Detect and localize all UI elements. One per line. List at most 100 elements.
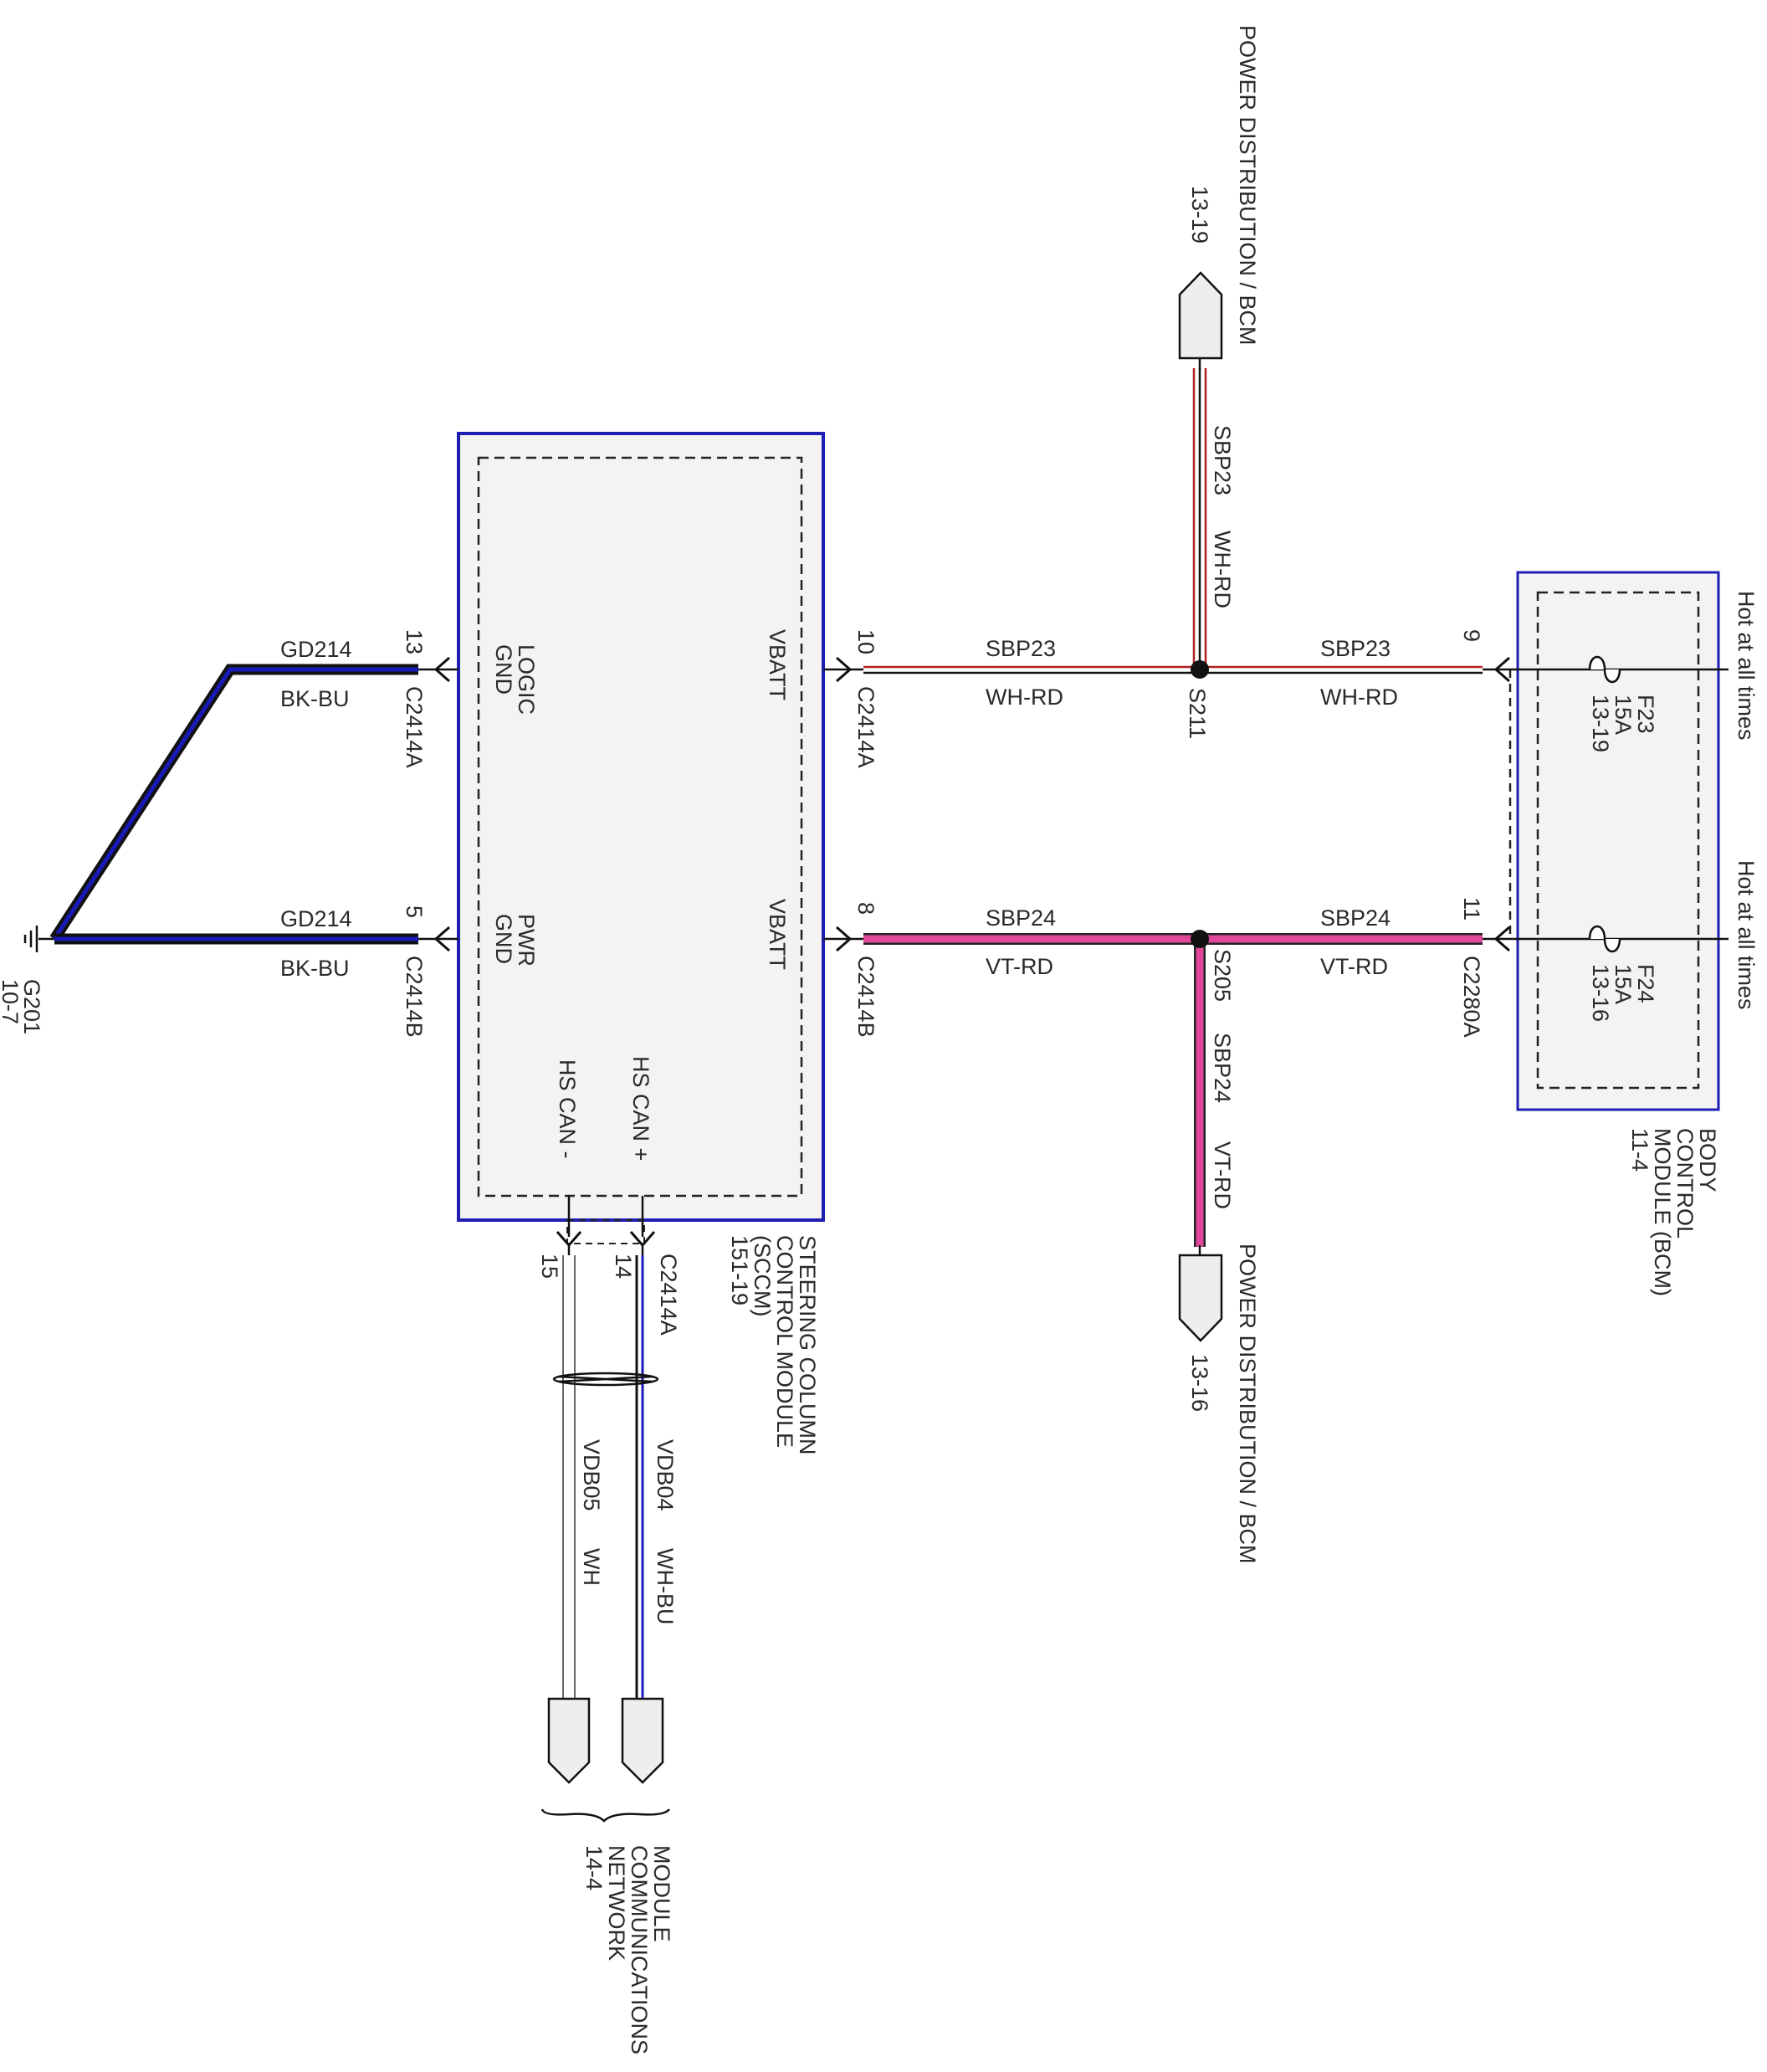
bcm-module[interactable] xyxy=(1516,571,1720,1111)
splice-s211-dot xyxy=(1191,660,1209,679)
wire-sbp24-left-color: VT-RD xyxy=(986,954,1053,979)
bcm-name-line1: BODY xyxy=(1695,1128,1720,1192)
offpage-top-label: POWER DISTRIBUTION / BCM xyxy=(1235,25,1260,346)
sccm-pin-logic-gnd-line2: GND xyxy=(491,644,516,695)
can-wires xyxy=(556,1196,656,1699)
offpage-network-connector-2-icon xyxy=(547,1697,591,1784)
splice-s205-dot xyxy=(1191,930,1209,948)
offpage-bottom-label: POWER DISTRIBUTION / BCM xyxy=(1235,1244,1260,1564)
wire-sbp24-down-circuit: SBP24 xyxy=(1210,1033,1235,1103)
wire-sbp23-right-color: WH-RD xyxy=(1320,685,1398,710)
offpage-top-connector-icon xyxy=(1178,271,1223,360)
connector-c2414b-vbatt: C2414B xyxy=(853,956,878,1038)
sccm-pin-hs-can-minus: HS CAN - xyxy=(555,1059,580,1159)
sccm-pin-vbatt-2: VBATT xyxy=(765,899,790,970)
sccm-page: 151-19 xyxy=(727,1235,752,1305)
wire-gd214-top-color: BK-BU xyxy=(280,686,350,711)
connector-arrow-pin-13 xyxy=(433,656,450,683)
bcm-module-outline xyxy=(1516,571,1720,1111)
sbp24-wires xyxy=(823,926,1729,1255)
sccm-pin-logic-gnd-line1: LOGIC xyxy=(514,644,539,715)
offpage-bottom-connector-icon xyxy=(1178,1254,1223,1342)
bcm-name-line2: CONTROL xyxy=(1672,1128,1698,1239)
pin-number-11: 11 xyxy=(1459,897,1484,921)
connector-c2414a-logic-gnd: C2414A xyxy=(402,686,427,768)
ground-page: 10-7 xyxy=(0,979,23,1024)
connector-c2414a-can: C2414A xyxy=(656,1254,681,1336)
bcm-module-inner-dashed xyxy=(1536,591,1700,1090)
offpage-network-line2: COMMUNICATIONS xyxy=(627,1845,652,2054)
connector-c2280a: C2280A xyxy=(1459,956,1484,1038)
wire-sbp23-left-color: WH-RD xyxy=(986,685,1063,710)
connector-arrow-pin-10 xyxy=(836,656,853,683)
sccm-pin-vbatt-1: VBATT xyxy=(765,629,790,700)
sccm-pin-hs-can-plus: HS CAN + xyxy=(628,1056,653,1161)
wire-gd214-top-path xyxy=(49,664,418,942)
sccm-name-line2: CONTROL MODULE xyxy=(772,1235,797,1448)
pin-number-5: 5 xyxy=(402,905,427,918)
fuse-f23-page: 13-19 xyxy=(1588,695,1613,752)
ground-id: G201 xyxy=(19,979,44,1034)
fuse-f23-icon xyxy=(1588,655,1621,684)
sccm-can-connector-shell xyxy=(566,1219,645,1244)
wire-vdb04-color: WH-BU xyxy=(653,1548,678,1624)
pin-number-8: 8 xyxy=(853,902,878,915)
wire-sbp24-down-color: VT-RD xyxy=(1210,1141,1235,1209)
sccm-module[interactable] xyxy=(457,432,825,1222)
wire-sbp23-up-circuit: SBP23 xyxy=(1210,425,1235,495)
wire-sbp24-right-color: VT-RD xyxy=(1320,954,1388,979)
supply-hot-at-all-times-f23: Hot at all times xyxy=(1734,591,1759,741)
wire-sbp24-left-circuit: SBP24 xyxy=(986,905,1056,931)
sccm-name-line3: (SCCM) xyxy=(750,1235,775,1316)
offpage-network-connector-1-icon xyxy=(621,1697,664,1784)
bcm-name-line3: MODULE (BCM) xyxy=(1650,1128,1675,1296)
network-brace-icon xyxy=(540,1808,670,1823)
fuse-f23-id: F23 xyxy=(1633,695,1658,734)
wire-vdb05-circuit: VDB05 xyxy=(579,1439,604,1511)
sbp23-wires xyxy=(823,358,1729,683)
pin-number-14: 14 xyxy=(611,1254,636,1279)
pin-number-15: 15 xyxy=(537,1254,562,1279)
fuse-f24-rating: 15A xyxy=(1611,964,1636,1004)
ground-wires xyxy=(49,656,458,952)
wire-gd214-top-circuit: GD214 xyxy=(280,637,352,662)
fuse-f24-icon xyxy=(1588,925,1621,953)
connector-arrow-pin-5 xyxy=(433,926,450,952)
sccm-pin-pwr-gnd-line2: GND xyxy=(491,914,516,964)
wire-gd214-bottom-circuit: GD214 xyxy=(280,906,352,931)
splice-s205: S205 xyxy=(1210,949,1235,1002)
offpage-bottom-page: 13-16 xyxy=(1187,1354,1212,1412)
connector-c2414b-pwr-gnd: C2414B xyxy=(402,956,427,1038)
offpage-network-line1: MODULE xyxy=(649,1845,674,1942)
wire-vdb04-circuit: VDB04 xyxy=(653,1439,678,1511)
offpage-network-line3: NETWORK xyxy=(604,1845,629,1961)
pin-number-10: 10 xyxy=(853,629,878,654)
connector-c2414a-vbatt: C2414A xyxy=(853,686,878,768)
pin-number-13: 13 xyxy=(402,629,427,654)
wire-sbp23-right-circuit: SBP23 xyxy=(1320,636,1391,661)
wire-vdb05-color: WH xyxy=(579,1548,604,1586)
wire-sbp23-up-color: WH-RD xyxy=(1210,531,1235,608)
connector-arrow-pin-8 xyxy=(836,926,853,952)
wire-gd214-bottom-color: BK-BU xyxy=(280,956,350,981)
wire-gd214-top-path-color xyxy=(52,667,418,941)
offpage-top-page: 13-19 xyxy=(1187,186,1212,244)
fuse-f24-id: F24 xyxy=(1633,964,1658,1003)
offpage-network-page: 14-4 xyxy=(581,1845,607,1890)
splice-s211: S211 xyxy=(1185,688,1210,739)
pin-number-9: 9 xyxy=(1459,629,1484,642)
ground-symbol-icon xyxy=(23,926,54,952)
bcm-page: 11-4 xyxy=(1627,1128,1652,1172)
sccm-module-outline xyxy=(457,432,825,1222)
wire-sbp24-right-circuit: SBP24 xyxy=(1320,905,1391,931)
connector-arrow-pin-9 xyxy=(1493,656,1510,683)
fuse-f24-page: 13-16 xyxy=(1588,964,1613,1022)
twisted-pair-icon xyxy=(552,1372,659,1387)
sccm-module-inner-dashed xyxy=(477,456,803,1198)
connector-arrow-pin-11 xyxy=(1493,926,1510,952)
supply-hot-at-all-times-f24: Hot at all times xyxy=(1734,860,1759,1010)
sccm-name-line1: STEERING COLUMN xyxy=(795,1235,820,1455)
wire-sbp23-left-circuit: SBP23 xyxy=(986,636,1056,661)
fuse-f23-rating: 15A xyxy=(1611,695,1636,735)
